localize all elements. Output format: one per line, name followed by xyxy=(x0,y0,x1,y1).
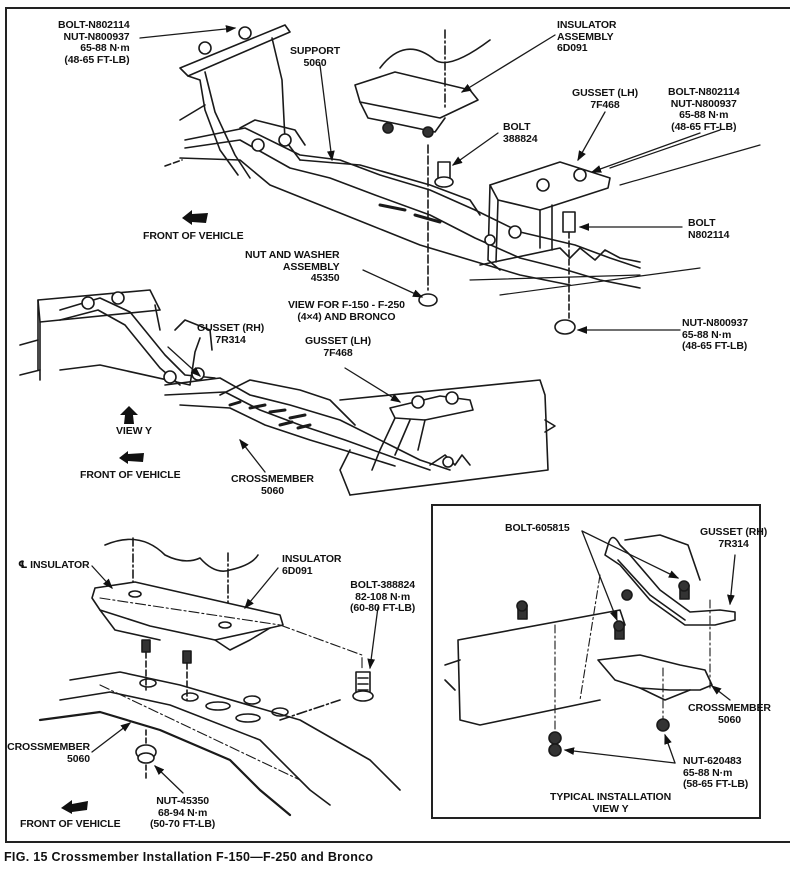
front-arrow-icon xyxy=(182,210,208,225)
bolt-n802114 xyxy=(562,211,576,233)
top-view-drawing xyxy=(139,24,761,335)
bottom-left-leaders xyxy=(91,565,379,794)
top-left-gusset xyxy=(179,24,291,77)
callout-crossmember-middle: CROSSMEMBER 5060 xyxy=(231,473,314,497)
middle-gusset-rh xyxy=(59,297,216,379)
bottom-left-view-drawing xyxy=(38,537,401,817)
label-front-of-vehicle-bottom: FRONT OF VEHICLE xyxy=(20,818,121,830)
figure-frame xyxy=(5,7,790,843)
view-y-arrow-icon xyxy=(120,406,138,424)
callout-gusset-lh-top: GUSSET (LH) 7F468 xyxy=(572,87,638,111)
inset-view-drawing xyxy=(444,530,736,764)
callout-nut-45350: NUT-45350 68-94 N·m (50-70 FT-LB) xyxy=(150,795,216,830)
callout-insulator-6d091: INSULATOR 6D091 xyxy=(282,553,342,577)
label-front-of-vehicle-top: FRONT OF VEHICLE xyxy=(143,230,244,242)
callout-insulator-assembly: INSULATOR ASSEMBLY 6D091 xyxy=(557,19,617,54)
front-arrow-icon xyxy=(119,451,144,464)
top-left-bolt-2 xyxy=(238,26,252,40)
inset-view-y-frame xyxy=(431,504,761,819)
callout-crossmember-inset: CROSSMEMBER 5060 xyxy=(688,702,771,726)
callout-nut-washer: NUT AND WASHER ASSEMBLY 45350 xyxy=(245,249,340,284)
top-left-bolt-1 xyxy=(198,41,212,55)
top-gusset-lh xyxy=(489,161,611,211)
callout-gusset-rh-inset: GUSSET (RH) 7R314 xyxy=(700,526,768,550)
inset-bolts xyxy=(516,580,690,640)
nut-n800937 xyxy=(554,319,576,335)
inset-crossmember xyxy=(597,654,713,691)
insulator-assembly xyxy=(354,71,479,119)
callout-bolt-388824-bottom: BOLT-388824 82-108 N·m (60-80 FT-LB) xyxy=(350,579,416,614)
middle-view-drawing xyxy=(19,289,556,496)
front-arrow-icon xyxy=(61,800,88,814)
callout-bolt-n802114: BOLT N802114 xyxy=(688,217,730,241)
callout-bolt-605815: BOLT-605815 xyxy=(505,522,570,534)
callout-gusset-lh-middle: GUSSET (LH) 7F468 xyxy=(305,335,371,359)
top-view-title: VIEW FOR F-150 - F-250 (4×4) AND BRONCO xyxy=(288,299,405,323)
callout-crossmember-bottom: CROSSMEMBER 5060 xyxy=(7,741,90,765)
middle-view-leaders xyxy=(167,346,402,473)
nut-washer-45350 xyxy=(418,293,438,307)
callout-gusset-rh-middle: GUSSET (RH) 7R314 xyxy=(197,322,265,346)
callout-bolt-nut-right: BOLT-N802114 NUT-N800937 65-88 N·m (48-6… xyxy=(668,86,740,133)
callout-nut-n800937: NUT-N800937 65-88 N·m (48-65 FT-LB) xyxy=(682,317,749,352)
callout-support: SUPPORT 5060 xyxy=(290,45,341,69)
inset-nuts xyxy=(548,718,670,757)
middle-gusset-lh xyxy=(389,395,474,421)
callout-bolt-nut-left: BOLT-N802114 NUT-N800937 65-88 N·m (48-6… xyxy=(58,19,130,66)
inset-gusset-rh xyxy=(604,536,736,626)
callout-nut-620483: NUT-620483 65-88 N·m (58-65 FT-LB) xyxy=(683,755,749,790)
label-view-y: VIEW Y xyxy=(116,425,152,437)
top-support-body xyxy=(184,127,641,269)
middle-crossmember xyxy=(164,377,451,471)
top-view-leaders xyxy=(139,25,701,334)
label-centerline-insulator: ℄ INSULATOR xyxy=(18,559,90,571)
label-front-of-vehicle-middle: FRONT OF VEHICLE xyxy=(80,469,181,481)
inset-leaders xyxy=(563,530,736,764)
figure-caption: FIG. 15 Crossmember Installation F-150—F… xyxy=(4,850,374,864)
callout-bolt-388824: BOLT 388824 xyxy=(503,121,538,145)
inset-view-title: TYPICAL INSTALLATION VIEW Y xyxy=(550,791,672,815)
